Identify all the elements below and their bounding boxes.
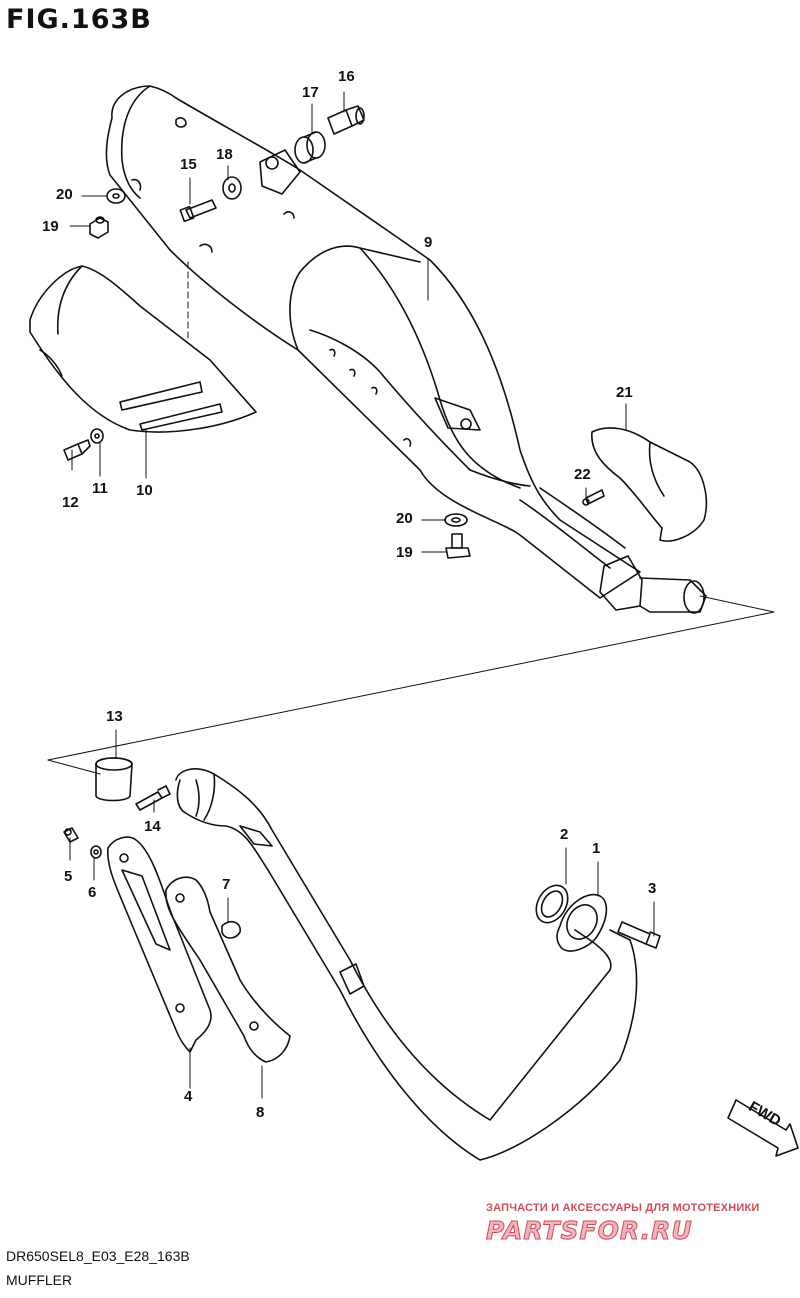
washer-20-upper — [106, 188, 126, 204]
callout-8: 8 — [256, 1104, 265, 1121]
callout-6: 6 — [88, 884, 97, 901]
muffler-protector — [591, 427, 708, 542]
callout-21: 21 — [616, 384, 633, 401]
muffler-heat-shield — [29, 265, 257, 433]
callout-10: 10 — [136, 482, 153, 499]
bolt-14 — [135, 785, 171, 811]
callout-16: 16 — [338, 68, 355, 85]
bolt-3 — [617, 921, 661, 949]
bolt-19-lower — [445, 533, 471, 559]
callout-7: 7 — [222, 876, 231, 893]
screw-22 — [582, 489, 605, 506]
washer-18 — [222, 176, 242, 200]
bolt-12 — [63, 439, 91, 461]
callout-20-lower: 20 — [396, 510, 413, 527]
pipe-protector-8 — [165, 876, 291, 1063]
callout-15: 15 — [180, 156, 197, 173]
bolt-15 — [179, 199, 217, 223]
leader-lines — [47, 91, 775, 1099]
callout-1: 1 — [592, 840, 601, 857]
gasket-2 — [535, 884, 569, 924]
bolt-5 — [63, 827, 79, 843]
bolt-16 — [327, 105, 365, 135]
watermark: ЗАПЧАСТИ И АКСЕССУАРЫ ДЛЯ МОТОТЕХНИКИ PA… — [486, 1202, 796, 1246]
washer-11 — [90, 428, 104, 444]
callout-11: 11 — [92, 480, 108, 497]
drawing-code: DR650SEL8_E03_E28_163B — [6, 1248, 190, 1264]
callout-19-upper: 19 — [42, 218, 59, 235]
callout-9: 9 — [424, 234, 433, 251]
callout-4: 4 — [184, 1088, 193, 1105]
fwd-arrow-icon: FWD — [727, 1098, 799, 1157]
washer-20-lower — [444, 513, 468, 527]
clamp-7 — [221, 920, 241, 939]
callout-13: 13 — [106, 708, 123, 725]
drawing-caption: MUFFLER — [6, 1272, 73, 1288]
callout-18: 18 — [216, 146, 233, 163]
callout-14: 14 — [144, 818, 161, 835]
callout-22: 22 — [574, 466, 591, 483]
watermark-logo: PARTSFOR.RU — [486, 1216, 693, 1246]
cushion-17 — [294, 131, 326, 164]
callout-17: 17 — [302, 84, 319, 101]
callout-12: 12 — [62, 494, 79, 511]
gasket-13 — [95, 757, 133, 802]
figure-title: FIG.163B — [6, 4, 152, 35]
exhaust-flange — [556, 893, 608, 952]
exhaust-pipe — [175, 768, 638, 1161]
pipe-protector-4 — [107, 836, 212, 1053]
watermark-tagline: ЗАПЧАСТИ И АКСЕССУАРЫ ДЛЯ МОТОТЕХНИКИ — [486, 1202, 760, 1214]
callout-19-lower: 19 — [396, 544, 413, 561]
callout-2: 2 — [560, 826, 569, 843]
washer-6 — [90, 845, 102, 859]
callout-5: 5 — [64, 868, 73, 885]
callout-20-upper: 20 — [56, 186, 73, 203]
callout-3: 3 — [648, 880, 657, 897]
nut-19-upper — [89, 216, 109, 239]
muffler-body — [105, 85, 641, 599]
